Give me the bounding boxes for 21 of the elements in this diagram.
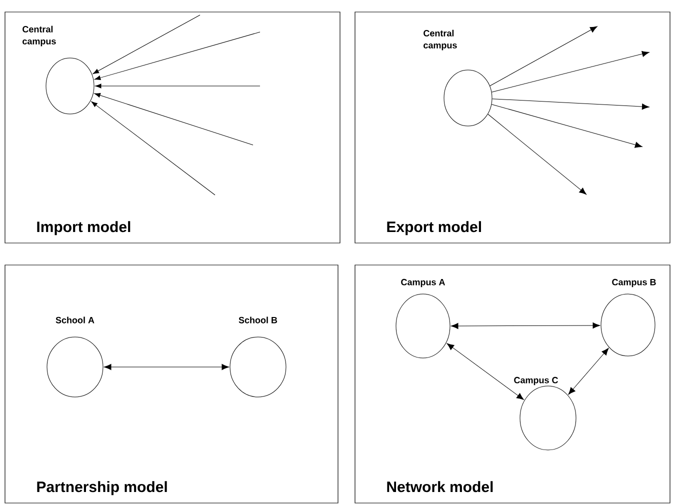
arrow [491,104,642,148]
arrow [492,98,650,110]
arrow [104,364,230,370]
arrow [450,322,600,330]
arrow [91,101,216,196]
node-label: Campus A [401,278,446,288]
arrow [92,14,200,74]
arrow [94,32,260,80]
arrow [94,93,254,146]
arrow [95,84,260,88]
arrow [488,114,587,195]
node-label: School A [56,316,94,324]
arrow [446,343,524,400]
node-label: Campus B [612,278,656,288]
arrow [491,50,650,92]
node-label: Central campus [424,30,457,50]
node-label: Campus C [514,376,558,386]
node-label: Central campus [22,26,56,46]
arrow [490,26,598,86]
node-label: School B [238,316,278,324]
arrow [568,348,609,395]
